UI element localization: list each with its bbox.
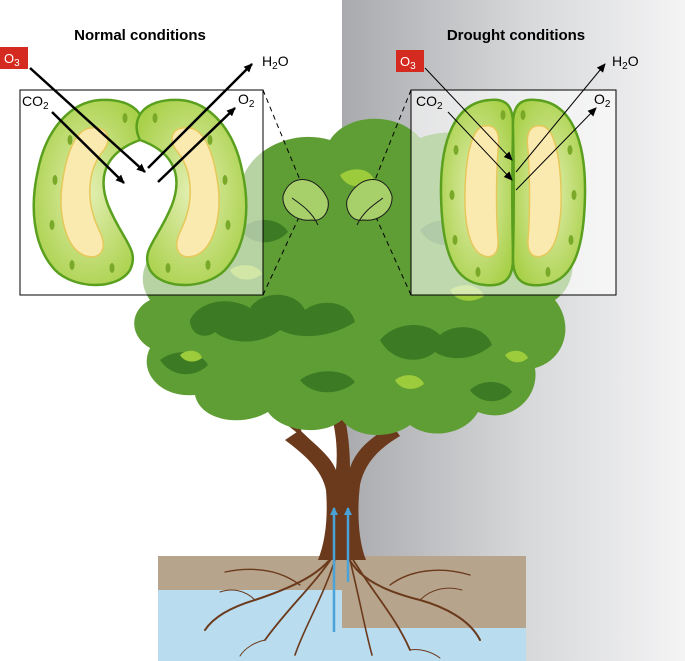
guard-cell-closed-left — [439, 98, 515, 287]
h2o-arrow-normal — [147, 63, 253, 169]
o2-label-normal: O2 — [238, 91, 255, 110]
o2-arrow-drought — [515, 107, 597, 191]
ozone-arrow-normal — [29, 67, 146, 173]
ozone-arrow-drought — [424, 67, 513, 161]
dry-soil-gap — [342, 590, 526, 628]
zoom-lines — [262, 89, 412, 296]
normal-title: Normal conditions — [74, 27, 206, 44]
chloroplasts-normal — [49, 113, 231, 273]
h2o-arrow-drought — [515, 63, 606, 173]
svg-text:O3: O3 — [400, 54, 416, 72]
leaf-left — [282, 179, 329, 226]
o2-label-drought: O2 — [594, 91, 611, 110]
guard-cell-closed-right — [511, 98, 587, 287]
h2o-label-drought: H2O — [612, 53, 639, 72]
leaf-right — [346, 179, 393, 226]
co2-label-normal: CO2 — [22, 93, 49, 112]
svg-text:O3: O3 — [4, 51, 20, 69]
o2-arrow-normal — [157, 107, 236, 183]
h2o-label-normal: H2O — [262, 53, 289, 72]
co2-arrow-drought — [447, 111, 513, 181]
drought-title: Drought conditions — [447, 27, 585, 44]
soil-layer — [158, 556, 526, 590]
co2-label-drought: CO2 — [416, 93, 443, 112]
chloroplasts-drought — [449, 110, 577, 277]
ozone-label-drought: O3 — [396, 50, 424, 72]
ozone-label-normal: O3 — [0, 47, 28, 69]
guard-cell-open-right — [135, 98, 248, 287]
co2-arrow-normal — [51, 111, 125, 184]
